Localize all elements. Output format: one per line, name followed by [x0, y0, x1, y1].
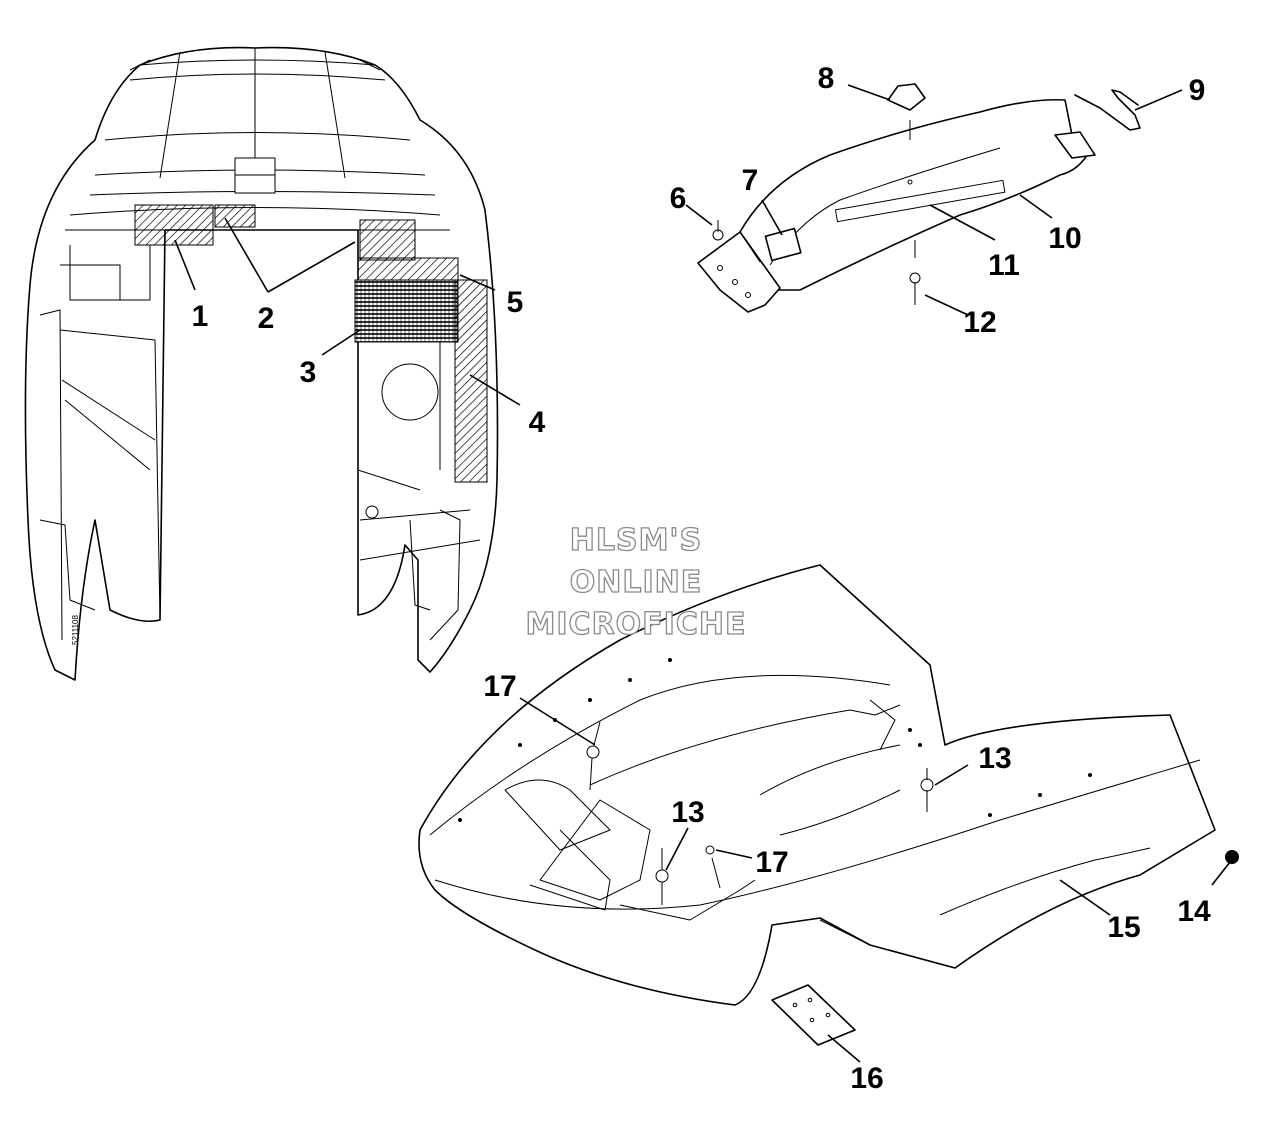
watermark-line-3: MICROFICHE [526, 607, 747, 642]
callout-3: 3 [300, 356, 317, 389]
callout-7: 7 [742, 164, 759, 197]
callout-11: 11 [988, 249, 1020, 282]
callout-10: 10 [1048, 222, 1081, 255]
callout-5: 5 [507, 286, 524, 319]
hood-assembly: 5211108 [24, 46, 499, 681]
belly-pan-assembly [418, 564, 1239, 1046]
side-panel-assembly [697, 83, 1141, 313]
callout-14: 14 [1177, 895, 1211, 928]
watermark-line-2: ONLINE [570, 565, 703, 600]
callout-1: 1 [192, 300, 209, 333]
callout-15: 15 [1107, 911, 1140, 944]
callout-13-center: 13 [671, 796, 704, 829]
callout-9: 9 [1189, 74, 1206, 107]
callout-12: 12 [963, 306, 996, 339]
callout-4: 4 [529, 406, 546, 439]
callout-6: 6 [670, 182, 687, 215]
callout-16: 16 [850, 1062, 883, 1095]
callout-17-left: 17 [483, 670, 516, 703]
watermark: HLSM'S ONLINE MICROFICHE [525, 522, 747, 642]
side-marking: 5211108 [71, 614, 80, 645]
callout-8: 8 [818, 62, 835, 95]
callouts: 1 2 3 4 5 6 7 8 9 10 11 12 13 13 14 15 1… [192, 62, 1211, 1095]
callout-2: 2 [258, 302, 275, 335]
watermark-line-1: HLSM'S [570, 523, 702, 558]
callout-17-center: 17 [755, 846, 788, 879]
callout-13-right: 13 [978, 742, 1011, 775]
